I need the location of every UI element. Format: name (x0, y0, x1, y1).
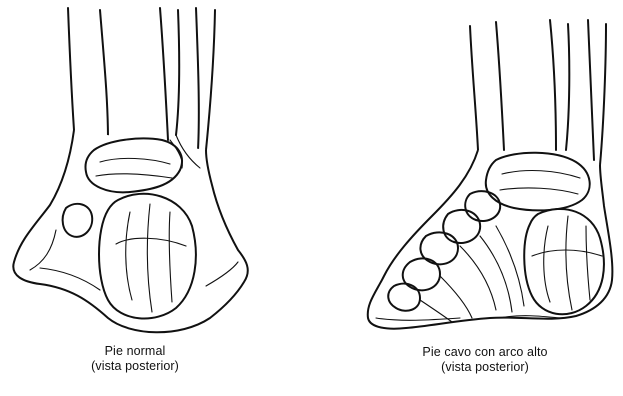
caption-normal-foot: Pie normal (vista posterior) (60, 344, 210, 374)
caption-cavus-foot-line1: Pie cavo con arco alto (390, 345, 580, 360)
normal-foot-figure: Pie normal (vista posterior) (0, 0, 300, 396)
caption-normal-foot-line2: (vista posterior) (60, 359, 210, 374)
cavus-foot-illustration (320, 0, 623, 340)
caption-cavus-foot: Pie cavo con arco alto (vista posterior) (390, 345, 580, 375)
cavus-foot-figure: Pie cavo con arco alto (vista posterior) (320, 0, 623, 396)
normal-foot-illustration (0, 0, 300, 340)
caption-normal-foot-line1: Pie normal (60, 344, 210, 359)
caption-cavus-foot-line2: (vista posterior) (390, 360, 580, 375)
